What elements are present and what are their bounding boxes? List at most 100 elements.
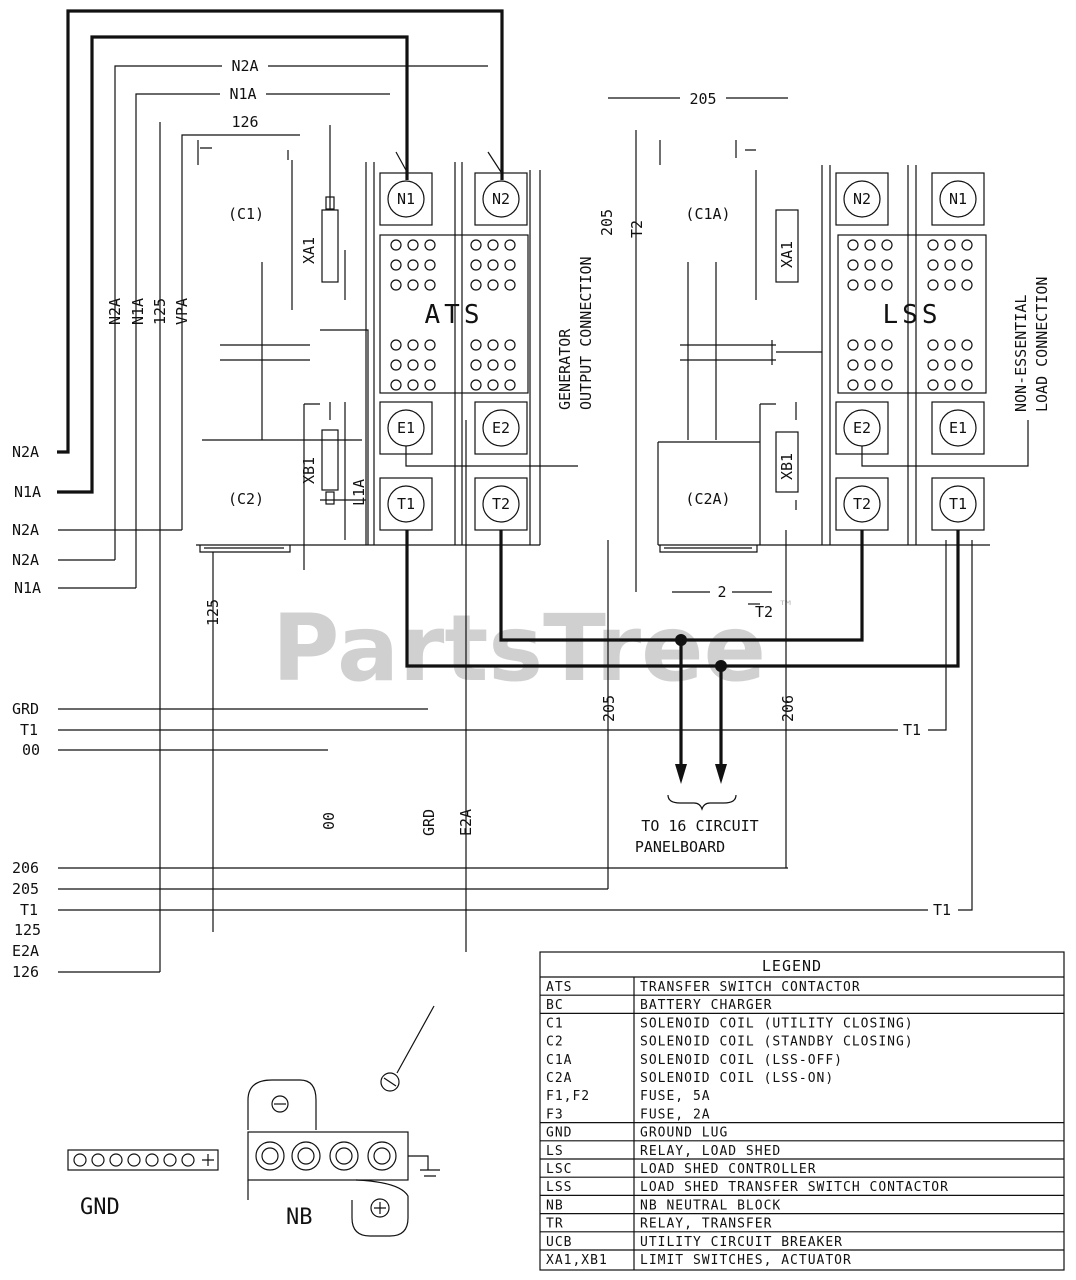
ats-terminal-t1 [387,485,425,523]
left-label: GRD [12,700,39,718]
ats-terminal-e2 [482,409,520,447]
ats-assembly: N1 N2 E1 E2 T1 T2 ATS (C1) (C2) XA1 XB1 [196,125,578,570]
vlabel-00: 00 [320,812,338,830]
gnd-label: GND [80,1195,120,1220]
left-label: E2A [12,942,39,960]
load-label-line1: NON-ESSENTIAL [1012,295,1030,412]
legend-code: ATS [546,980,572,995]
contact-dot [944,359,956,371]
plus-icon [202,1154,214,1166]
legend-desc: SOLENOID COIL (UTILITY CLOSING) [640,1016,914,1031]
contact-dot [847,379,859,391]
vlabel-125: 125 [151,298,169,325]
junction-dot [715,660,727,672]
lss-assembly: N2 N1 E2 E1 T2 T1 LSS (C1A) (C2A) XA1 XB… [657,140,1029,553]
contact-dot [407,279,419,291]
contact-dot [470,379,482,391]
top-label-n1a: N1A [229,85,256,103]
contact-dot [961,259,973,271]
ats-e1-wire [405,446,578,467]
ats-contact-dots [390,239,516,391]
contact-dot [961,239,973,251]
load-label-line2: LOAD CONNECTION [1033,277,1051,412]
top-wire-labels: N2A N1A 126 205 [220,57,717,131]
contact-dot [944,379,956,391]
lss-terminal-n2-box [835,172,889,226]
ats-label-n2: N2 [492,190,510,208]
legend-code: F1,F2 [546,1089,590,1104]
contact-dot [487,239,499,251]
ground-lug-bar [67,1149,219,1171]
legend-code: LS [546,1144,564,1159]
contact-dot [927,359,939,371]
label-2: 2 [717,583,726,601]
lss-coil-c2a: (C2A) [685,490,730,508]
left-label: 125 [14,921,41,939]
left-label: N1A [14,483,41,501]
legend-title: LEGEND [762,957,822,975]
left-label: N2A [12,443,39,461]
t-labels: 2 T2 T1 T1 [717,583,951,919]
contact-dot [424,359,436,371]
contact-dot [504,259,516,271]
contact-dot [504,359,516,371]
contact-dot [881,359,893,371]
panelboard-label: TO 16 CIRCUIT PANELBOARD [635,817,759,856]
contact-dot [961,279,973,291]
contact-dot [487,359,499,371]
contact-dot [927,239,939,251]
left-label: N1A [14,579,41,597]
contact-dot [470,259,482,271]
lss-contact-dots [847,239,973,391]
gnd-hole [109,1153,123,1167]
left-label: 205 [12,880,39,898]
contact-dot [424,379,436,391]
contact-dot [864,339,876,351]
contact-dot [487,339,499,351]
left-label: T1 [20,721,38,739]
contact-dot [864,259,876,271]
ats-coil-c1: (C1) [228,205,264,223]
contact-dot [407,239,419,251]
vlabel-n2a: N2A [106,298,124,325]
lss-terminal-t1 [939,485,977,523]
lss-xa1-switch [775,209,799,283]
contact-dot [407,339,419,351]
contact-dot [390,239,402,251]
generator-output-label: GENERATOR OUTPUT CONNECTION 205 [556,209,616,410]
lss-label-n2: N2 [853,190,871,208]
left-label: 00 [22,741,40,759]
ats-terminal-t2 [482,485,520,523]
contact-dot [504,279,516,291]
lss-label-t1: T1 [949,495,967,513]
nb-bracket [247,1079,409,1237]
contact-dot [390,379,402,391]
vlabel-e2a: E2A [457,809,475,836]
contact-dot [424,259,436,271]
ats-terminal-n1 [387,180,425,218]
contact-dot [944,239,956,251]
lss-terminal-t2 [843,485,881,523]
legend-code: GND [546,1126,572,1141]
vlabel-125b: 125 [204,599,222,626]
ats-xb1-tip [325,491,335,505]
nb-label: NB [286,1205,313,1230]
legend-desc: LOAD SHED TRANSFER SWITCH CONTACTOR [640,1180,949,1195]
wire-n1a-bold [57,35,409,494]
contact-dot [847,279,859,291]
ground-lug: GND [67,1149,219,1220]
lss-xb1-switch [775,431,799,493]
contact-dot [927,279,939,291]
legend-desc: UTILITY CIRCUIT BREAKER [640,1235,843,1250]
load-connection-label: NON-ESSENTIAL LOAD CONNECTION [1012,277,1051,412]
vlabel-n1a: N1A [129,298,147,325]
contact-dot [390,259,402,271]
left-label: N2A [12,521,39,539]
contact-dot [390,339,402,351]
wiring [57,9,973,973]
legend-code: LSC [546,1162,572,1177]
label-t2: T2 [755,603,773,621]
ats-label-e1: E1 [397,419,415,437]
legend-desc: FUSE, 2A [640,1107,711,1122]
left-label: 206 [12,859,39,877]
